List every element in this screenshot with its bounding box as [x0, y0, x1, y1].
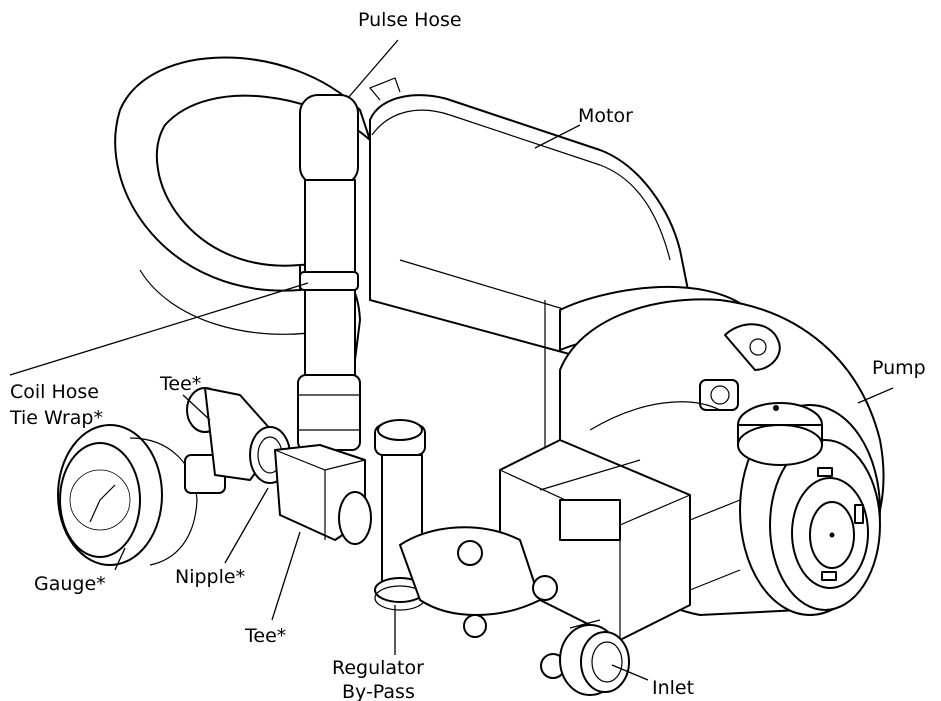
label-gauge: Gauge* — [34, 573, 106, 595]
inlet-fitting — [559, 619, 630, 696]
pulse-hose — [297, 94, 361, 451]
label-inlet: Inlet — [652, 677, 694, 699]
label-regulator-line2: By-Pass — [342, 681, 415, 701]
leader-inlet — [611, 664, 649, 681]
leader-pulse-hose — [347, 39, 399, 99]
leader-tee-bottom — [271, 531, 301, 621]
labels: Pulse Hose Motor Pump Coil Hose Tie Wrap… — [9, 9, 926, 701]
leader-pump — [857, 387, 894, 404]
label-coil-hose-line2: Tie Wrap* — [9, 407, 103, 429]
assembly-drawing — [57, 56, 885, 696]
lower-tee — [274, 444, 372, 545]
leader-lines — [9, 39, 894, 681]
label-pulse-hose: Pulse Hose — [358, 9, 462, 31]
label-regulator-line1: Regulator — [332, 657, 424, 679]
label-pump: Pump — [872, 357, 926, 379]
leader-motor — [534, 124, 581, 149]
leader-coil-hose — [9, 282, 309, 376]
label-nipple: Nipple* — [175, 566, 245, 588]
label-tee-top: Tee* — [159, 373, 201, 395]
leader-gauge — [114, 547, 126, 571]
leader-tee-top — [182, 394, 211, 421]
leader-nipple — [224, 487, 269, 564]
gauge — [57, 424, 226, 566]
label-motor: Motor — [578, 105, 633, 127]
label-tee-bottom: Tee* — [244, 625, 286, 647]
label-coil-hose-line1: Coil Hose — [10, 381, 99, 403]
